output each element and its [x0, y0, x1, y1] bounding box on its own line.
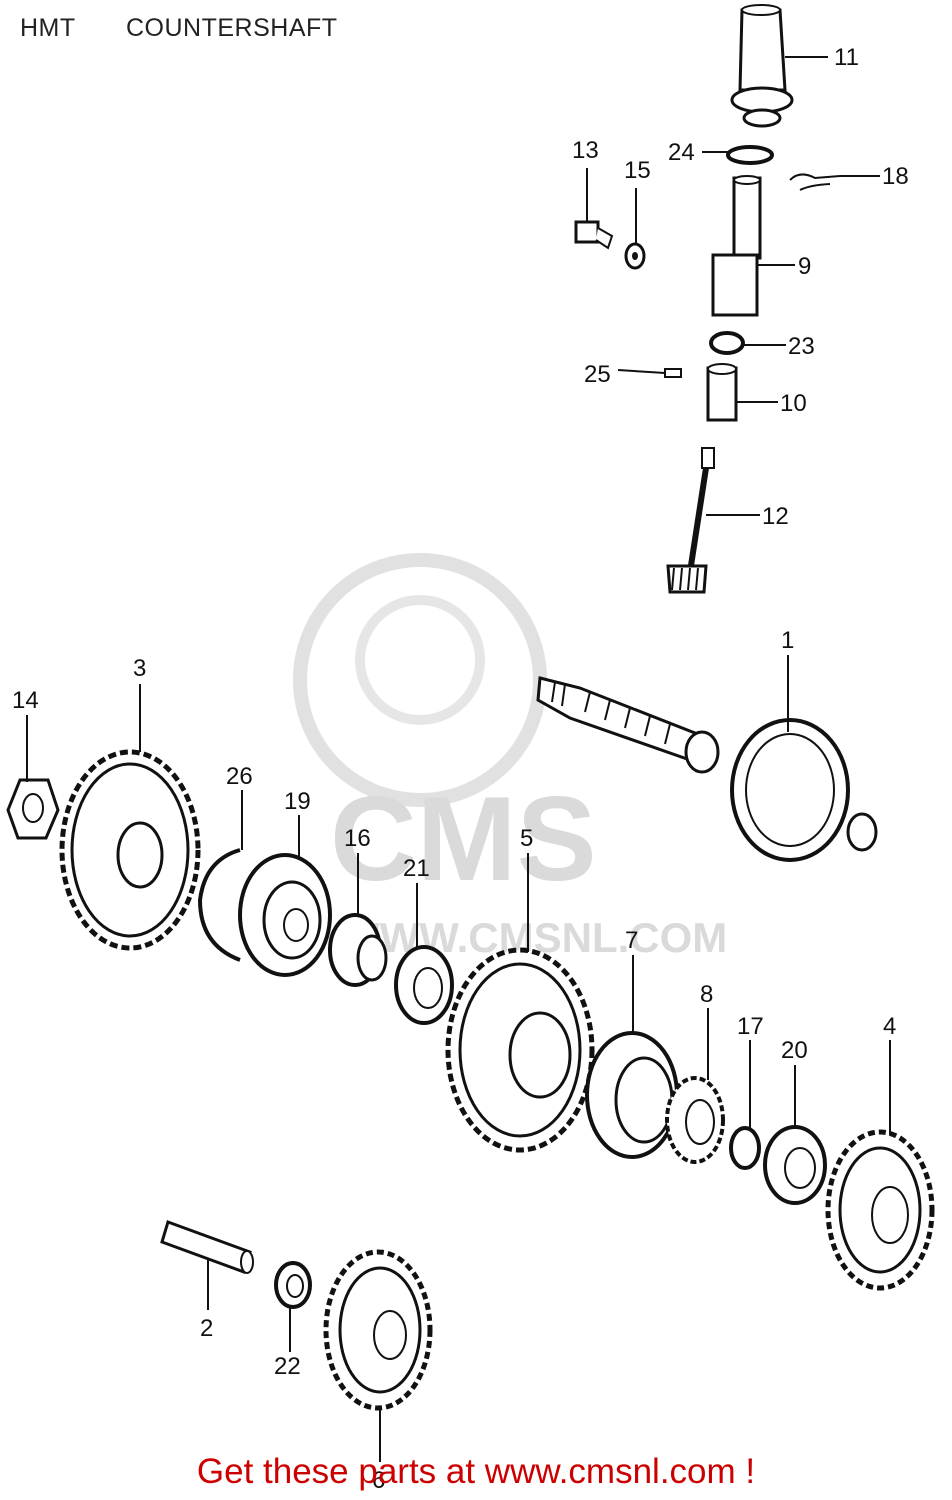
callout-11: 11: [834, 44, 859, 71]
part-19-bearing: [238, 853, 332, 977]
callout-19: 19: [284, 788, 311, 815]
footer-link-text[interactable]: Get these parts at www.cmsnl.com !: [196, 1452, 756, 1491]
callout-15: 15: [624, 157, 651, 184]
part-20-needle-bearing: [763, 1125, 827, 1205]
part-17-snap-ring: [729, 1126, 761, 1170]
callout-8: 8: [700, 981, 713, 1008]
part-9-speedometer-gear-shaft-housing: [711, 175, 762, 317]
callout-6: 6: [372, 1467, 385, 1494]
callout-24: 24: [668, 139, 695, 166]
part-labels: 11 24 18 13 15 9 23 25 10 12 1 3 14 26 1…: [12, 44, 909, 1494]
part-3-gear: [59, 749, 201, 951]
callout-5: 5: [520, 825, 533, 852]
part-16-collar: [328, 913, 388, 987]
part-2-shaft: [160, 1220, 254, 1274]
callout-7: 7: [625, 927, 638, 954]
part-25-pin: [664, 368, 682, 378]
part-23-seal: [709, 331, 745, 355]
callout-13: 13: [572, 137, 599, 164]
part-12-speedometer-gear-shaft: [666, 447, 715, 594]
callout-22: 22: [274, 1353, 301, 1380]
part-5-gear: [445, 947, 595, 1153]
part-22-needle-bearing: [274, 1261, 312, 1309]
callout-14: 14: [12, 687, 39, 714]
part-6-gear: [323, 1249, 433, 1411]
callout-25: 25: [584, 361, 611, 388]
part-7-gear: [585, 1031, 679, 1159]
part-11-speedometer-cable-holder: [730, 4, 794, 128]
callout-4: 4: [883, 1013, 896, 1040]
callout-23: 23: [788, 333, 815, 360]
section-title: COUNTERSHAFT: [126, 14, 338, 42]
callout-20: 20: [781, 1037, 808, 1064]
callout-2: 2: [200, 1315, 213, 1342]
part-1-countershaft: [536, 676, 878, 862]
part-10-bushing: [706, 363, 738, 422]
part-24-o-ring: [726, 145, 774, 165]
part-8-gear: [665, 1076, 725, 1164]
callout-9: 9: [798, 253, 811, 280]
part-13-bolt: [574, 220, 614, 250]
callout-1: 1: [781, 627, 794, 654]
part-18-clip: [789, 173, 841, 191]
callout-12: 12: [762, 503, 789, 530]
callout-18: 18: [882, 163, 909, 190]
callout-17: 17: [737, 1013, 764, 1040]
part-26-snap-ring: [197, 848, 241, 962]
callout-10: 10: [780, 390, 807, 417]
callout-26: 26: [226, 763, 253, 790]
callout-16: 16: [344, 825, 371, 852]
watermark-logo: CMS WWW.CMSNL.COM: [293, 553, 727, 961]
callout-3: 3: [133, 655, 146, 682]
part-15-washer: [624, 242, 646, 270]
leader-lines: [26, 56, 891, 1462]
model-code: HMT: [20, 14, 76, 42]
watermark-text: CMS: [330, 772, 597, 906]
callout-21: 21: [403, 855, 430, 882]
part-14-nut: [6, 778, 60, 840]
part-21-needle-bearing: [394, 945, 454, 1025]
part-4-gear: [825, 1129, 935, 1291]
